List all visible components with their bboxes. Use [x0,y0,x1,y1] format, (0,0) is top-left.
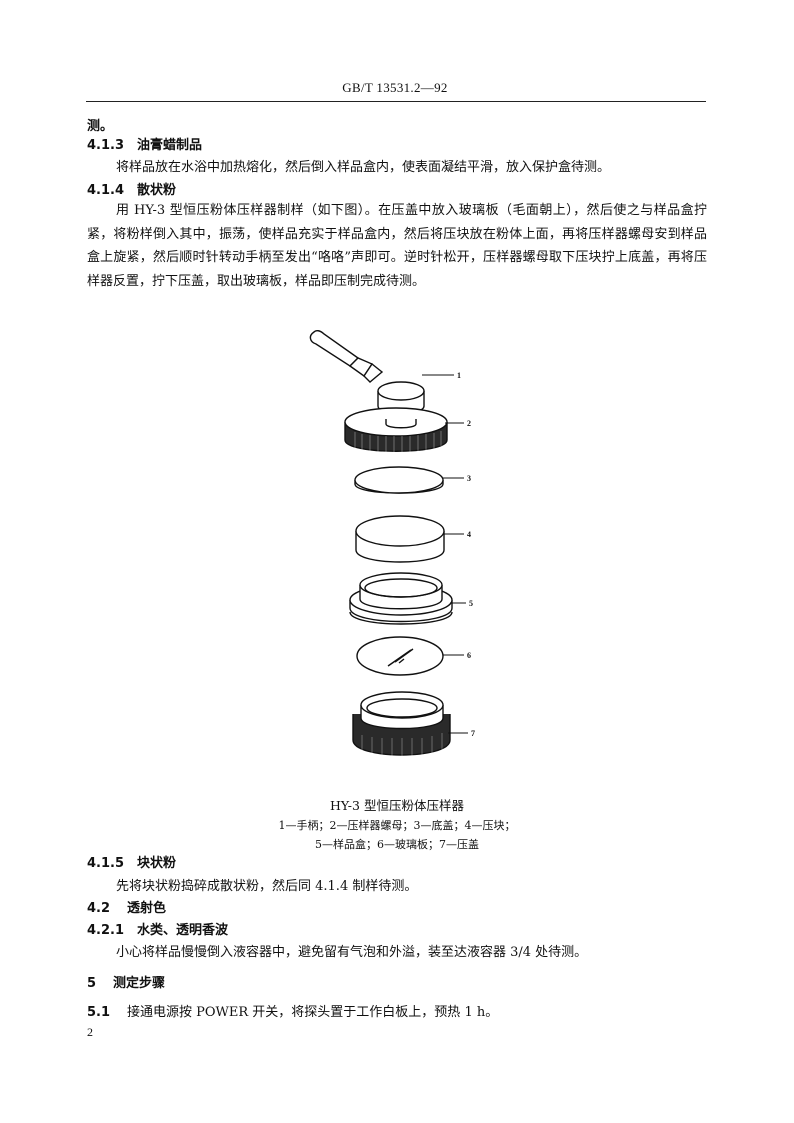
callout-3: 3 [467,474,471,483]
section-5-1-line: 5.1 接通电源按 POWER 开关，将探头置于工作白板上，预热 1 h。 [87,1005,498,1021]
section-4-2-heading: 4.2 透射色 [87,901,166,917]
section-title: 水类、透明香波 [137,923,229,938]
sample-box-part-5 [349,572,453,625]
section-4-1-3-heading: 4.1.3 油膏蜡制品 [87,138,202,154]
page-number: 2 [87,1025,93,1039]
section-4-1-4-heading: 4.1.4 散状粉 [87,183,176,199]
press-cap-part-7 [352,691,451,758]
callout-7: 7 [471,729,475,738]
section-title: 测定步骤 [113,976,166,991]
callout-1: 1 [457,371,461,380]
section-number: 4.1.3 [87,138,125,153]
section-4-2-1-body: 小心将样品慢慢倒入液容器中，避免留有气泡和外溢，装至达液容器 3/4 处待测。 [116,945,588,960]
section-title: 块状粉 [137,856,177,871]
figure-title: HY-3 型恒压粉体压样器 [330,798,464,813]
section-body: 接通电源按 POWER 开关，将探头置于工作白板上，预热 1 h。 [127,1005,499,1020]
carried-over-text: 测。 [87,119,114,134]
base-cap-part-3 [354,466,444,494]
section-5-heading: 5 测定步骤 [87,976,165,992]
section-4-2-1-heading: 4.2.1 水类、透明香波 [87,923,228,939]
callout-4: 4 [467,530,471,539]
section-4-1-5-heading: 4.1.5 块状粉 [87,856,176,872]
section-4-1-5-body: 先将块状粉捣碎成散状粉，然后同 4.1.4 制样待测。 [116,879,418,894]
section-title: 透射色 [127,901,167,916]
press-block-part-4 [355,515,445,563]
callout-6: 6 [467,651,471,660]
figure-legend-line-1: 1—手柄；2—压样器螺母；3—底盖；4—压块； [278,819,516,832]
section-title: 油膏蜡制品 [137,138,203,153]
callout-leaders [422,374,468,734]
callout-5: 5 [469,599,473,608]
section-number: 5.1 [87,1005,111,1020]
nut-part-2 [344,407,448,454]
glass-plate-part-6 [356,636,444,676]
callout-2: 2 [467,419,471,428]
section-number: 4.2 [87,901,111,916]
press-sampler-figure: 1 2 3 4 5 6 7 [309,329,475,758]
section-4-1-3-body: 将样品放在水浴中加热熔化，然后倒入样品盒内，使表面凝结平滑，放入保护盒待测。 [116,160,611,175]
header-rule [86,101,706,102]
standard-number-header: GB/T 13531.2—92 [342,80,448,95]
section-number: 4.1.4 [87,183,125,198]
section-number: 4.2.1 [87,923,125,938]
section-title: 散状粉 [137,183,177,198]
section-4-1-4-body: 用 HY-3 型恒压粉体压样器制样（如下图）。在压盖中放入玻璃板（毛面朝上），然… [87,203,707,289]
handle-part [309,329,384,383]
section-number: 5 [87,976,97,991]
section-number: 4.1.5 [87,856,125,871]
figure-legend-line-2: 5—样品盒；6—玻璃板；7—压盖 [315,838,479,851]
